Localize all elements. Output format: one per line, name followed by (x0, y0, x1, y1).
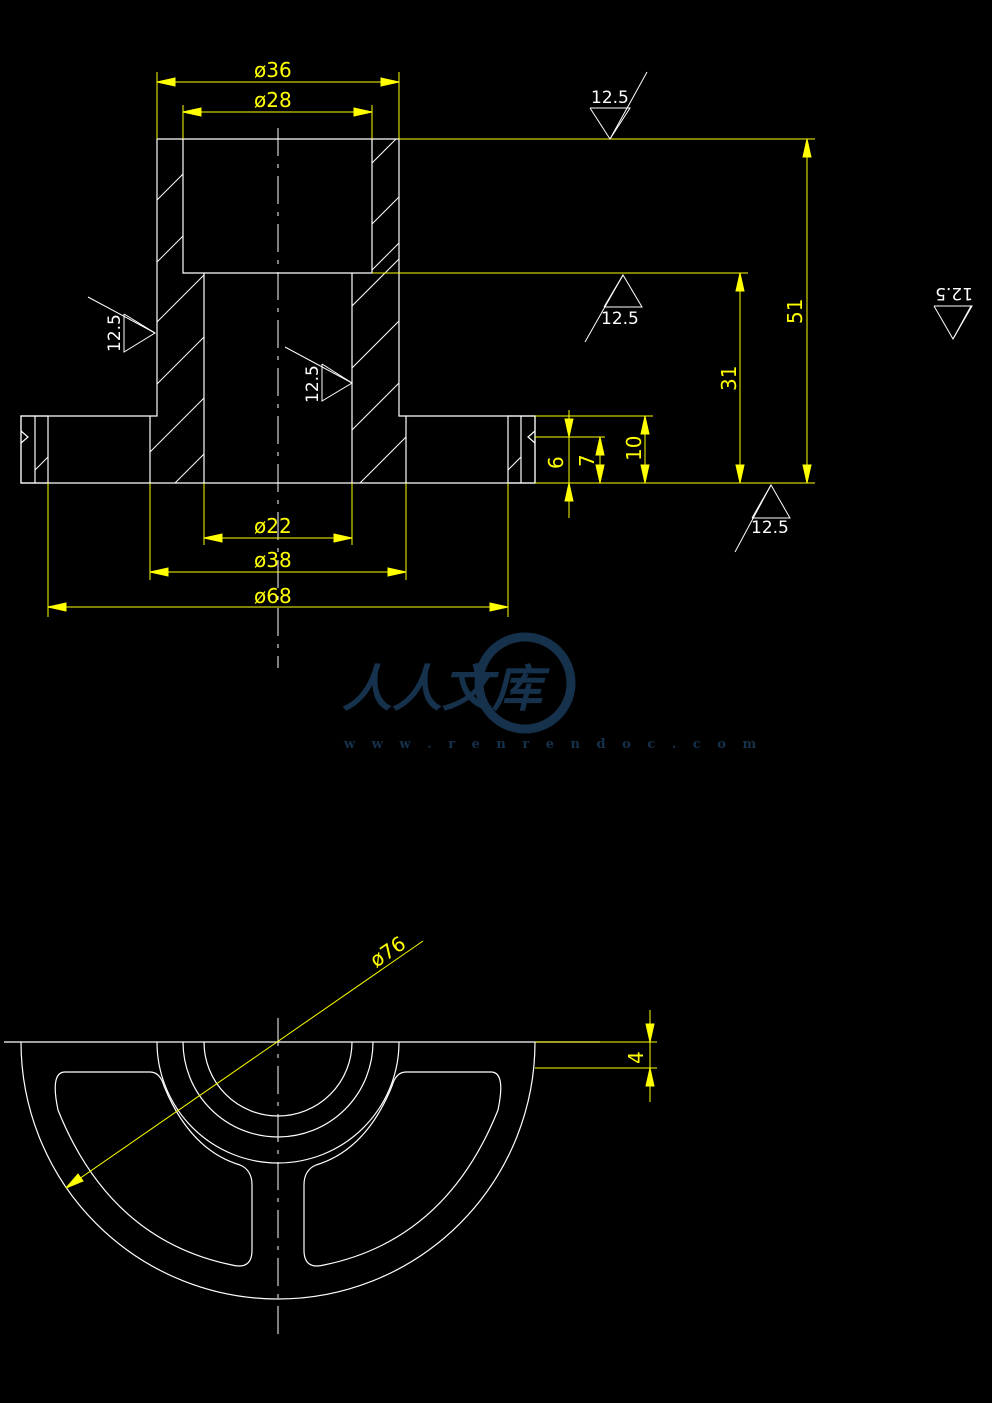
dim-h10: 10 (622, 436, 646, 461)
dim-h6: 6 (544, 456, 568, 469)
watermark-ring (474, 632, 576, 734)
pocket-left-top (54, 1071, 253, 1267)
roughness-bore: 12.5 (303, 365, 323, 403)
flange-hole-left-chamfer (20, 430, 29, 444)
hatch-left (149, 173, 205, 484)
roughness-left-symbol (123, 313, 156, 353)
roughness-bottom: 12.5 (751, 518, 789, 538)
dim-h51: 51 (783, 299, 807, 324)
half-view (4, 1018, 600, 1340)
roughness-mid-symbol (603, 274, 643, 308)
dim-d68: ø68 (254, 584, 292, 608)
dim-d22: ø22 (254, 514, 292, 538)
roughness-general-symbol (933, 305, 973, 341)
half-view-dimensions (65, 940, 657, 1189)
watermark: 人人文库 w w w . r e n r e n d o c . c o m (342, 632, 762, 752)
roughness-left: 12.5 (105, 314, 125, 352)
outer-arc (20, 1041, 536, 1300)
dim-d76: ø76 (365, 931, 410, 972)
roughness-top-symbol (589, 107, 631, 140)
roughness-general: 12.5 (935, 283, 973, 303)
flange-hole-right-chamfer (527, 430, 536, 444)
roughness-symbols (87, 71, 973, 553)
watermark-url: w w w . r e n r e n d o c . c o m (343, 737, 762, 752)
watermark-brand: 人人文库 (342, 659, 550, 718)
roughness-top: 12.5 (591, 88, 629, 108)
dim-d38: ø38 (254, 548, 292, 572)
dim-h7: 7 (575, 454, 599, 467)
hub-inner-arc (203, 1041, 353, 1117)
counterbore-outline (182, 139, 373, 274)
dim-h31: 31 (717, 366, 741, 391)
roughness-mid: 12.5 (601, 309, 639, 329)
hub-outer-arc (156, 1041, 400, 1164)
dim-d36: ø36 (254, 58, 292, 82)
roughness-bore-symbol (321, 363, 353, 402)
dim-d28: ø28 (254, 88, 292, 112)
hub-mid-arc (182, 1041, 374, 1138)
hatch-holes (34, 456, 522, 471)
dim-h4: 4 (624, 1051, 648, 1064)
roughness-bottom-symbol (751, 483, 791, 519)
hatch-right (351, 138, 407, 484)
section-dimensions (47, 72, 815, 617)
pocket-right-top (303, 1071, 502, 1267)
